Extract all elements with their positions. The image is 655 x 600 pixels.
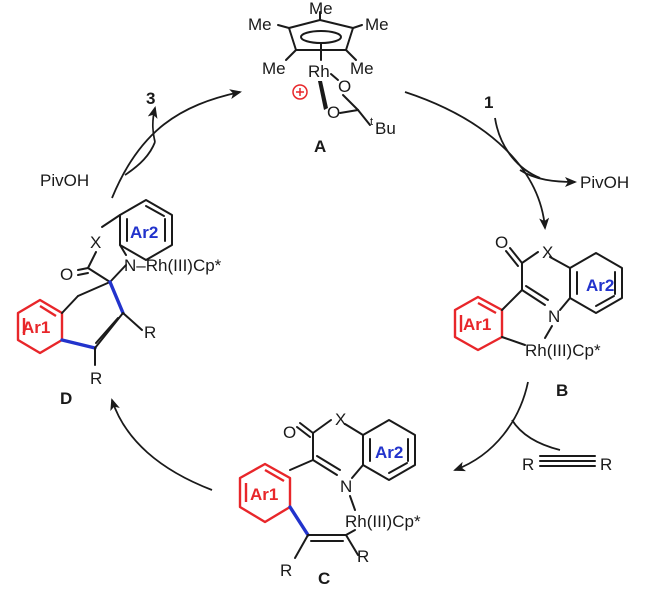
label-D: D (60, 389, 72, 408)
me-label-right: Me (365, 15, 389, 34)
r-label-C-2: R (357, 547, 369, 566)
o-label-2: O (327, 103, 340, 122)
alkyne-r-left: R (522, 455, 534, 474)
label-C: C (318, 569, 330, 588)
arrow-in-pivoh (124, 141, 156, 176)
ring-Ar1-label-B: Ar1 (463, 315, 491, 334)
catalyst-A: Me Me Me Me Me Rh O O t Bu A (248, 0, 396, 156)
arrow-out-pivoh (519, 169, 577, 187)
reagent-3-label: 3 (146, 89, 155, 108)
ring-Ar1-label-C: Ar1 (250, 485, 278, 504)
me-label-top: Me (309, 0, 333, 18)
arrow-B-to-C (453, 381, 529, 472)
r-label-C-1: R (280, 561, 292, 580)
arrow-in-alkyne (511, 419, 561, 451)
x-label-D: X (90, 233, 101, 252)
n-label-C: N (340, 477, 352, 496)
intermediate-D: Ar2 X O N–Rh(III)Cp* Ar1 R R D (16, 199, 222, 408)
cp-aromatic-ring (300, 30, 342, 44)
me-label-lower-right: Me (350, 59, 374, 78)
side-arrows (124, 106, 577, 451)
x-label-C: X (335, 410, 346, 429)
new-c-c-bond-D (108, 280, 125, 315)
alkyne-reagent: R R (522, 455, 612, 474)
tbu-t: t (370, 116, 373, 128)
rh-label: Rh (308, 62, 330, 81)
rh-o-wedge (318, 81, 328, 110)
tbu-label: Bu (375, 119, 396, 138)
ring-Ar1-label-D: Ar1 (22, 318, 50, 337)
n-label-B: N (548, 307, 560, 326)
alkyne-r-right: R (600, 455, 612, 474)
pivoh-released-label: PivOH (580, 173, 629, 192)
o-label-D: O (60, 265, 73, 284)
r-label-D-1: R (144, 323, 156, 342)
me-label-lower-left: Me (262, 59, 286, 78)
rh-label-B: Rh(III)Cp* (525, 341, 601, 360)
new-c-c-bond-D2 (60, 338, 97, 350)
ring-Ar2-label-B: Ar2 (586, 276, 614, 295)
cycle-arrows (110, 89, 550, 491)
intermediate-B: Ar2 X O N Ar1 Rh(III)Cp* B (453, 233, 623, 400)
pivoh-added-label: PivOH (40, 171, 89, 190)
me-label-left: Me (248, 15, 272, 34)
o-label-B: O (495, 233, 508, 252)
arrow-A-to-B (404, 91, 550, 230)
label-A: A (314, 137, 326, 156)
o-label-C: O (283, 423, 296, 442)
ring-Ar2-label-C: Ar2 (375, 443, 403, 462)
new-c-c-bond-C (288, 505, 310, 537)
arrow-C-to-D (110, 398, 213, 491)
o-label-1: O (338, 77, 351, 96)
arrow-D-to-A (111, 89, 242, 199)
n-rh-label-D: N–Rh(III)Cp* (124, 256, 222, 275)
cationic-charge-icon (292, 84, 308, 100)
r-label-D-2: R (90, 369, 102, 388)
x-label-B: X (542, 243, 553, 262)
reagent-1-label: 1 (484, 93, 493, 112)
intermediate-C: Ar2 X O N Ar1 Rh(III)Cp* R R C (238, 410, 421, 588)
arrow-in-3 (147, 106, 158, 143)
rh-label-C: Rh(III)Cp* (345, 512, 421, 531)
arrow-in-1 (494, 117, 541, 179)
label-B: B (556, 381, 568, 400)
ring-Ar2-label-D: Ar2 (130, 223, 158, 242)
